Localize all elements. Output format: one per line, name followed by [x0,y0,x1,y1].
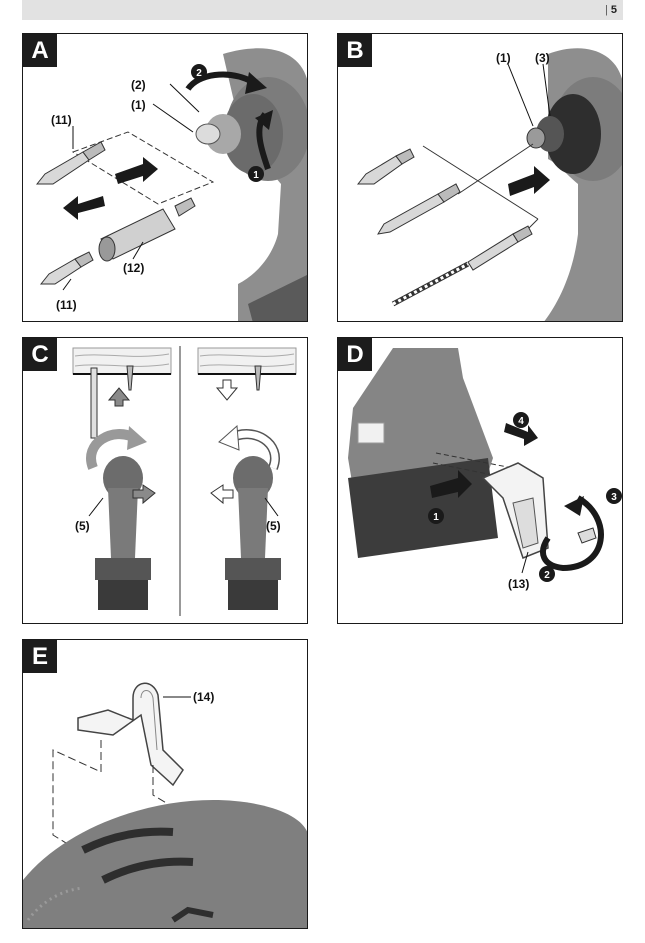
drill-bit-b [391,225,533,307]
label-a-2: (2) [131,78,146,92]
label-a-1: (1) [131,98,146,112]
page-number: |5 [605,4,617,16]
svg-text:3: 3 [611,492,617,503]
svg-text:1: 1 [433,512,439,523]
wood-right [197,347,297,375]
label-a-11-bottom: (11) [56,298,77,312]
figure-a: 2 1 (2) (1) (11) (12) [22,33,308,322]
push-arrow-c-left [132,484,156,505]
remove-arrow-a [63,196,105,220]
svg-text:1: 1 [253,170,259,181]
belt-clip-13 [481,462,549,559]
figure-e-drawing: (14) [23,682,307,928]
rotate-arrow-2 [185,71,255,91]
label-e-14: (14) [193,690,214,704]
short-bit-b [356,148,415,185]
step-4-badge-d [513,412,529,428]
svg-text:2: 2 [544,570,550,581]
bit-clip-14 [77,682,184,787]
figure-d-letter: D [338,338,372,371]
figure-c-letter: C [23,338,57,371]
label-d-13: (13) [508,577,529,591]
long-bit-b [377,183,461,235]
step-1-badge-d [428,508,444,524]
figure-e-letter: E [23,640,57,673]
screwdriver-bit-bottom [39,251,94,285]
rotate-arrow-d [540,495,604,572]
figure-c-drawing: (5) (5) [72,346,297,616]
down-arrow-c [215,379,239,401]
label-a-11-top: (11) [51,113,72,127]
figure-d: 1 2 3 4 (13) D [337,337,623,624]
up-arrow-c [107,387,131,407]
wood-left [72,347,172,375]
figure-c: (5) (5) C [22,337,308,624]
drill-bit-c [90,367,98,439]
svg-text:4: 4 [518,416,524,427]
chuck-front-b [545,94,601,174]
screw-d [577,527,597,544]
bit-holder-a [195,123,221,145]
insert-arrow-d [430,470,472,498]
label-c-5-right: (5) [266,519,281,533]
step-1-badge-a [248,166,264,182]
step-3-badge-d [606,488,622,504]
screwdriver-bit-top [35,141,106,185]
push-arrow-c-right [210,484,234,505]
insert-arrow-b [508,166,550,196]
rotate-cw-c [86,429,138,470]
figure-b-drawing: (1) (3) [356,48,622,321]
step-2-badge-a [191,64,207,80]
label-c-5-left: (5) [75,519,90,533]
label-a-12: (12) [123,261,144,275]
drill-barrel-e [23,800,307,928]
svg-text:2: 2 [196,68,202,79]
header-bar: |5 [22,0,623,20]
bit-holder-b [526,127,546,149]
drill-battery-a [248,274,307,321]
drill-c-right [225,456,281,610]
figure-b-letter: B [338,34,372,67]
step-2-badge-d [539,566,555,582]
figure-d-drawing: 1 2 3 4 (13) [348,348,622,591]
chuck-collar-a [205,114,241,154]
drill-c-left [95,456,151,610]
figure-e: (14) E [22,639,308,929]
label-b-1: (1) [496,51,511,65]
insert-arrow-a [115,157,158,184]
label-b-3: (3) [535,51,550,65]
screw-left [126,365,134,391]
screw-right [254,365,262,391]
figure-a-letter: A [23,34,57,67]
figure-b: (1) (3) B [337,33,623,322]
bit-holder-12 [98,197,196,262]
slide-arrow-d [504,423,538,446]
figure-a-drawing: 2 1 (2) (1) (11) (12) [35,48,307,321]
